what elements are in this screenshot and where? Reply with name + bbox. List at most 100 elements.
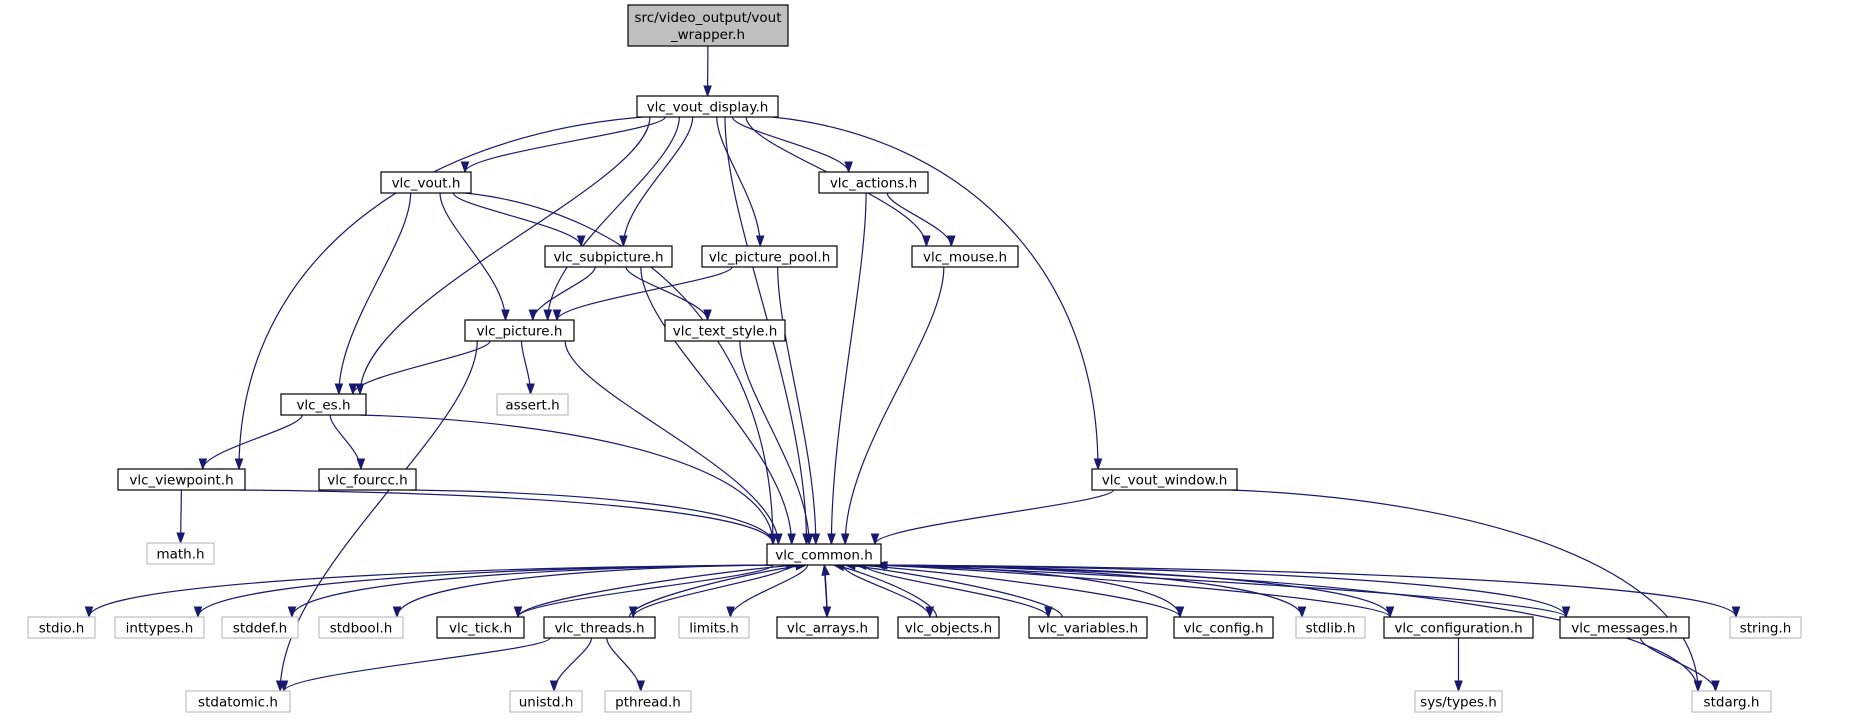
arrowhead xyxy=(460,161,470,174)
arrowhead xyxy=(1561,606,1571,619)
node-label: src/video_output/vout xyxy=(634,10,781,26)
node-box xyxy=(117,468,246,491)
node-vlc_subpicture[interactable]: vlc_subpicture.h xyxy=(544,245,673,268)
node-vlc_mouse[interactable]: vlc_mouse.h xyxy=(911,245,1019,268)
arrowhead xyxy=(636,680,646,693)
arrowhead xyxy=(513,606,523,619)
node-label: stdbool.h xyxy=(330,621,393,637)
edge-vlc_actions-to-vlc_common xyxy=(827,192,867,546)
node-label: vlc_messages.h xyxy=(1571,621,1677,637)
arrowhead xyxy=(1175,606,1185,619)
edge-line xyxy=(464,192,774,545)
node-box xyxy=(114,616,205,639)
node-vlc_messages[interactable]: vlc_messages.h xyxy=(1559,616,1690,639)
edge-line xyxy=(359,414,774,545)
node-label: stdarg.h xyxy=(1704,695,1760,711)
node-label: vlc_es.h xyxy=(296,398,350,414)
edge-line xyxy=(844,266,945,545)
edge-vlc_picture-to-assert xyxy=(520,340,535,396)
arrowhead xyxy=(1454,680,1463,693)
node-label: vlc_vout.h xyxy=(392,176,461,192)
node-unistd: unistd.h xyxy=(509,690,583,713)
node-label: vlc_vout_window.h xyxy=(1102,473,1228,489)
node-box xyxy=(380,171,472,194)
edge-line xyxy=(874,489,1115,545)
edge-line xyxy=(632,564,791,618)
node-vlc_picture[interactable]: vlc_picture.h xyxy=(464,319,575,342)
arrowhead xyxy=(946,235,956,248)
node-vlc_actions[interactable]: vlc_actions.h xyxy=(818,171,929,194)
graph-edges xyxy=(84,45,1741,693)
node-vlc_objects[interactable]: vlc_objects.h xyxy=(897,616,1000,639)
node-vout_display[interactable]: vlc_vout_display.h xyxy=(636,95,779,118)
node-vlc_vout[interactable]: vlc_vout.h xyxy=(380,171,472,194)
edge-line xyxy=(553,637,593,692)
edge-vlc_vout-to-vlc_subpicture xyxy=(452,192,586,248)
edge-line xyxy=(517,564,797,618)
edge-vlc_actions-to-vlc_mouse xyxy=(886,192,956,248)
edge-line xyxy=(1639,637,1717,692)
edge-vout_display-to-vlc_vout_window xyxy=(771,116,1103,471)
edge-vlc_picture_pool-to-vlc_picture xyxy=(552,266,733,322)
edge-vout_display-to-vlc_viewpoint xyxy=(234,116,644,471)
edge-line xyxy=(283,637,551,692)
node-vlc_viewpoint[interactable]: vlc_viewpoint.h xyxy=(117,468,246,491)
node-vlc_vout_window[interactable]: vlc_vout_window.h xyxy=(1091,468,1238,491)
node-vlc_variables[interactable]: vlc_variables.h xyxy=(1028,616,1148,639)
arrowhead xyxy=(392,606,402,619)
edge-line xyxy=(409,489,774,545)
edge-line xyxy=(352,340,491,395)
edge-vlc_picture-to-vlc_es xyxy=(348,340,491,396)
node-box xyxy=(1091,468,1238,491)
edge-line xyxy=(731,116,850,173)
arrowhead xyxy=(1731,606,1741,619)
edge-vlc_common-to-stddef xyxy=(287,564,774,619)
node-label: vlc_subpicture.h xyxy=(553,250,663,266)
arrowhead xyxy=(526,383,535,396)
node-box xyxy=(604,690,692,713)
arrowhead xyxy=(840,533,850,546)
node-vlc_tick[interactable]: vlc_tick.h xyxy=(436,616,525,639)
edge-line xyxy=(556,266,733,321)
edge-vlc_common-to-vlc_messages xyxy=(874,564,1571,619)
node-label: unistd.h xyxy=(519,695,574,711)
arrowhead xyxy=(870,533,880,546)
node-label: vlc_config.h xyxy=(1183,621,1263,637)
node-vlc_config[interactable]: vlc_config.h xyxy=(1173,616,1274,639)
edge-vlc_picture-to-vlc_common xyxy=(564,340,783,546)
arrowhead xyxy=(1093,458,1103,471)
edge-line xyxy=(729,564,809,618)
node-vlc_es[interactable]: vlc_es.h xyxy=(280,393,367,416)
node-box xyxy=(1383,616,1534,639)
node-vlc_arrays[interactable]: vlc_arrays.h xyxy=(776,616,879,639)
arrowhead xyxy=(619,235,628,248)
node-assert: assert.h xyxy=(496,393,569,416)
node-box xyxy=(496,393,569,416)
node-label: vlc_variables.h xyxy=(1038,621,1138,637)
node-vlc_threads[interactable]: vlc_threads.h xyxy=(543,616,656,639)
arrowhead xyxy=(334,383,344,396)
node-stdatomic: stdatomic.h xyxy=(185,690,291,713)
node-vlc_configuration[interactable]: vlc_configuration.h xyxy=(1383,616,1534,639)
edge-vlc_common-to-stdio xyxy=(84,564,774,619)
node-label: vlc_vout_display.h xyxy=(647,100,769,116)
node-vlc_common[interactable]: vlc_common.h xyxy=(766,543,882,566)
arrowhead xyxy=(703,85,712,98)
node-box xyxy=(664,319,786,342)
arrowhead xyxy=(549,680,559,693)
node-label: vlc_threads.h xyxy=(554,621,644,637)
node-label: string.h xyxy=(1740,621,1792,637)
node-vlc_text_style[interactable]: vlc_text_style.h xyxy=(664,319,786,342)
node-sys_types: sys/types.h xyxy=(1414,690,1503,713)
edge-line xyxy=(724,116,808,545)
edge-vlc_common-to-vlc_objects xyxy=(842,564,935,619)
node-stdlib: stdlib.h xyxy=(1295,616,1366,639)
node-vlc_picture_pool[interactable]: vlc_picture_pool.h xyxy=(701,245,838,268)
node-box xyxy=(1691,690,1772,713)
arrowhead xyxy=(922,235,931,248)
edge-vlc_variables-to-vlc_common xyxy=(843,561,1063,618)
node-vlc_fourcc[interactable]: vlc_fourcc.h xyxy=(318,468,417,491)
node-stdbool: stdbool.h xyxy=(318,616,404,639)
edge-line xyxy=(777,266,817,545)
edge-vlc_messages-to-stdarg xyxy=(1639,637,1720,693)
